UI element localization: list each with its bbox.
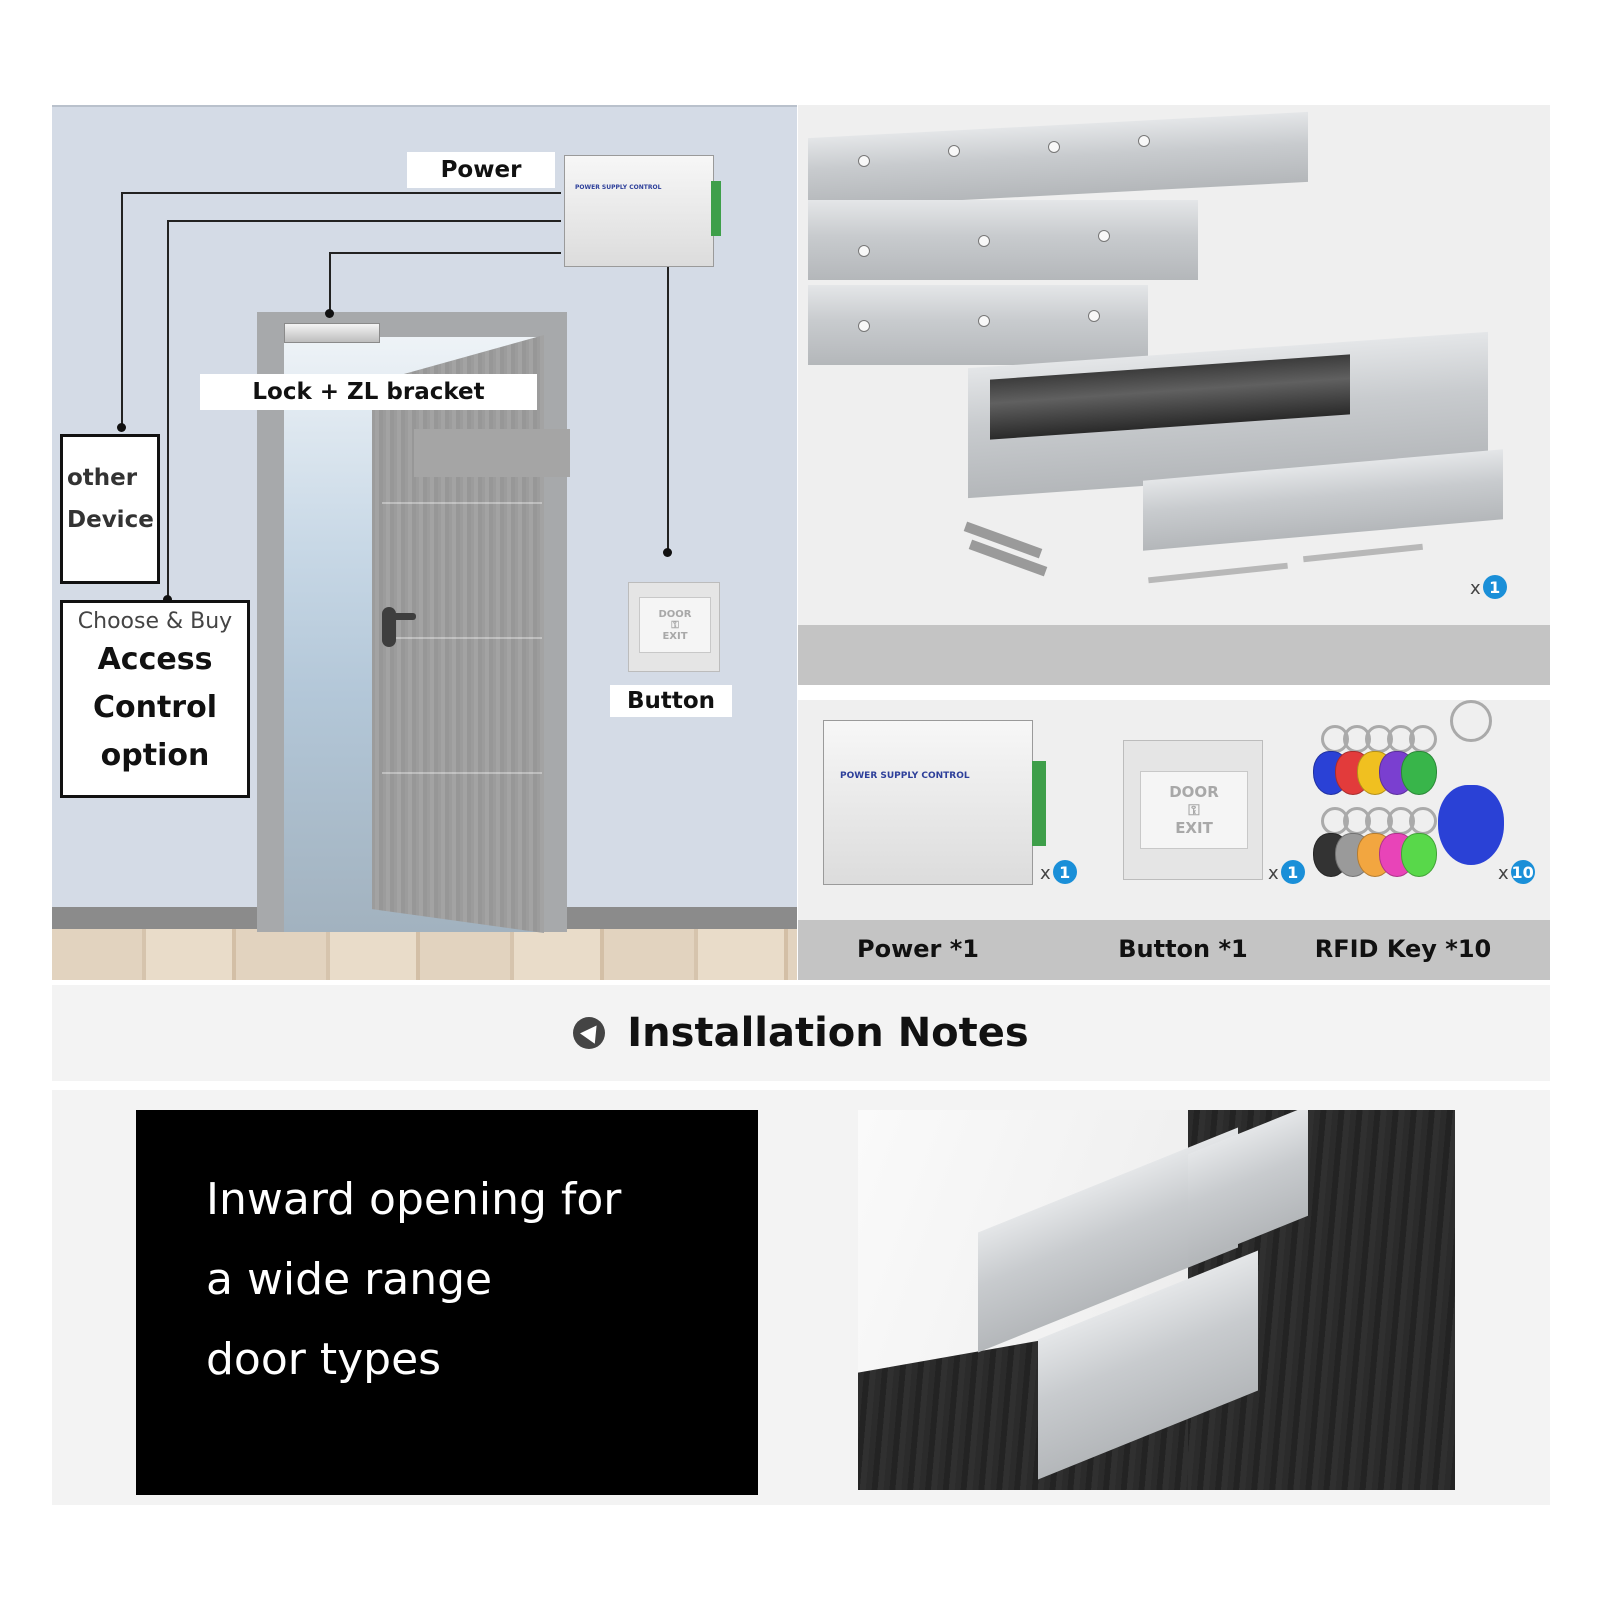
rfid-fob-large: [1438, 785, 1504, 865]
psu-terminal: [711, 181, 721, 236]
qty-badge: 1: [1482, 575, 1507, 599]
l-bracket-mid: [808, 200, 1198, 280]
door-leaf: [372, 335, 544, 933]
bracket-hole: [978, 235, 990, 247]
note-line-3: door types: [206, 1334, 442, 1385]
qty-prefix: x: [1040, 863, 1051, 884]
wire-lock-h: [329, 252, 561, 254]
door-panel-line: [382, 502, 542, 504]
button-label: Button: [610, 685, 732, 717]
install-note-card: Inward opening for a wide range door typ…: [136, 1110, 758, 1495]
power-label: Power: [407, 152, 555, 188]
power-label: Power *1: [857, 935, 979, 963]
magnetic-lock: [284, 323, 380, 343]
rfid-fob: [1401, 833, 1437, 877]
l-bracket-top: [808, 111, 1308, 209]
qty-badge: 10: [1510, 860, 1535, 884]
psu-title: POWER SUPPLY CONTROL: [840, 771, 970, 781]
bracket-hole: [978, 315, 990, 327]
choose-buy-text: Choose & Buy: [77, 609, 233, 634]
power-supply-unit: POWER SUPPLY CONTROL: [823, 720, 1046, 885]
other-device-line2: Device: [67, 507, 154, 533]
wire-button-v: [667, 267, 669, 552]
lock-kit-panel: x 1: [798, 105, 1550, 685]
wire-other-device-h: [121, 192, 561, 194]
key-ring: [1409, 725, 1437, 753]
door-panel-line: [382, 637, 542, 639]
bracket-hole: [858, 155, 870, 167]
rfid-quantity: x 10: [1498, 860, 1535, 884]
button-quantity: x 1: [1268, 860, 1305, 884]
rfid-key-label: RFID Key *10: [1314, 935, 1492, 963]
hex-key: [1303, 543, 1423, 563]
exit-button-bottom-text: EXIT: [1175, 819, 1213, 837]
wire-access-v: [167, 220, 169, 600]
grey-pad: [414, 429, 570, 477]
other-device-line1: other: [67, 465, 138, 491]
installation-notes-header: Installation Notes: [52, 985, 1550, 1081]
bracket-hole: [1138, 135, 1150, 147]
qty-badge: 1: [1280, 860, 1305, 884]
exit-button-top-text: DOOR: [658, 608, 692, 620]
qty-prefix: x: [1268, 863, 1279, 884]
key-ring: [1450, 700, 1492, 742]
wire-lock-v: [329, 252, 331, 314]
wire-node: [117, 423, 126, 432]
bracket-hole: [858, 320, 870, 332]
wire-node: [663, 548, 672, 557]
power-supply-unit: POWER SUPPLY CONTROL: [564, 155, 721, 267]
rfid-fob: [1401, 751, 1437, 795]
bracket-hole: [1048, 141, 1060, 153]
installation-notes-title: Installation Notes: [627, 1010, 1029, 1056]
exit-button: DOOR ⚿ EXIT: [1140, 771, 1248, 849]
wood-floor: [52, 929, 797, 980]
control-text: Control: [92, 690, 217, 725]
wire-access-h: [167, 220, 561, 222]
option-text: option: [100, 738, 210, 773]
exit-button-plate: DOOR ⚿ EXIT: [628, 582, 720, 672]
bracket-hole: [858, 245, 870, 257]
wire-node: [163, 595, 172, 604]
exit-button-bottom-text: EXIT: [662, 630, 688, 642]
other-device-box: other Device: [60, 434, 160, 584]
note-line-1: Inward opening for: [206, 1174, 622, 1225]
door-handle-lever: [382, 613, 416, 620]
kit-quantity: x 1: [1470, 575, 1507, 599]
door-panel-line: [382, 772, 542, 774]
accessories-bottom-bar: Power *1 Button *1 RFID Key *10: [798, 920, 1550, 980]
key-icon: ⚿: [1188, 801, 1200, 819]
psu-title: POWER SUPPLY CONTROL: [575, 184, 662, 191]
bracket-hole: [1088, 310, 1100, 322]
access-control-box: Choose & Buy Access Control option: [60, 600, 250, 798]
psu-terminal: [1032, 761, 1046, 846]
qty-prefix: x: [1470, 578, 1481, 599]
wire-node: [325, 309, 334, 318]
wiring-diagram: POWER SUPPLY CONTROL Power Lock + ZL bra…: [52, 105, 797, 980]
qty-prefix: x: [1498, 863, 1509, 884]
tool-icon: [573, 1017, 606, 1049]
lock-bracket-label: Lock + ZL bracket: [200, 374, 537, 410]
exit-button-plate: DOOR ⚿ EXIT: [1123, 740, 1263, 880]
button-label: Button *1: [1118, 935, 1248, 963]
bracket-hole: [948, 145, 960, 157]
exit-button-top-text: DOOR: [1169, 783, 1219, 801]
power-quantity: x 1: [1040, 860, 1077, 884]
access-text: Access: [97, 642, 213, 677]
key-ring: [1409, 807, 1437, 835]
note-line-2: a wide range: [206, 1254, 493, 1305]
qty-badge: 1: [1052, 860, 1077, 884]
bracket-hole: [1098, 230, 1110, 242]
exit-button: DOOR ⚿ EXIT: [639, 597, 711, 653]
key-icon: ⚿: [671, 619, 679, 631]
hex-key: [1148, 562, 1288, 584]
kit-bottom-bar: [798, 625, 1550, 685]
wire-other-device-v: [121, 192, 123, 427]
rfid-key-fobs: [1313, 725, 1493, 895]
accessories-panel: POWER SUPPLY CONTROL x 1 DOOR ⚿ EXIT x 1…: [798, 700, 1550, 980]
installation-photo: [858, 1110, 1455, 1490]
